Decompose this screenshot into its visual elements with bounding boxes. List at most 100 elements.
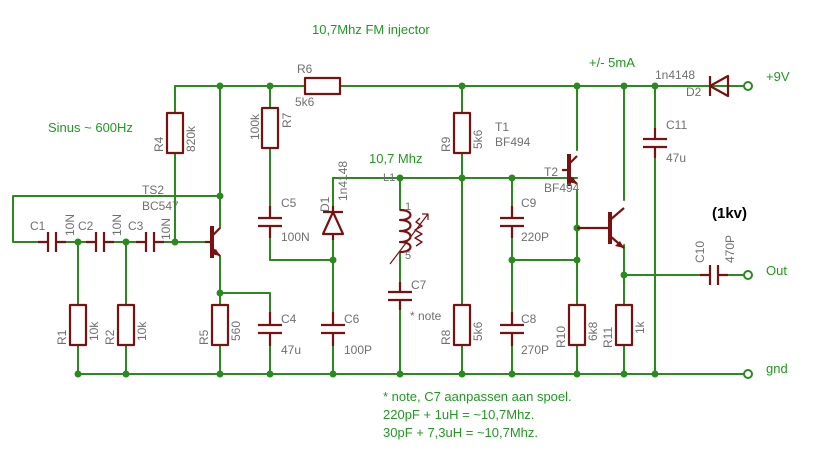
d1-name: D1 — [318, 196, 332, 212]
c7-name: C7 — [411, 278, 427, 292]
c4-value: 47u — [281, 343, 301, 357]
r4-value: 820k — [184, 125, 198, 152]
r5-name: R5 — [197, 329, 211, 345]
c6-value: 100P — [344, 343, 372, 357]
resistor-r10-symbol — [567, 303, 587, 347]
terminal-gnd — [743, 369, 753, 379]
terminals — [743, 81, 753, 379]
c8-name: C8 — [521, 312, 537, 326]
c9-value: 220P — [521, 230, 549, 244]
c5-value: 100N — [281, 230, 310, 244]
ts2-name: TS2 — [142, 183, 164, 197]
d1-value: 1n4148 — [336, 161, 350, 201]
resistor-r2-symbol — [116, 303, 136, 347]
frequency-label: 10,7 Mhz — [369, 151, 422, 166]
r7-value: 100k — [248, 113, 262, 140]
c10-value: 470P — [723, 235, 737, 263]
c10-name: C10 — [693, 241, 707, 263]
r10-name: R10 — [554, 326, 568, 348]
gnd-label: gnd — [766, 361, 788, 376]
capacitor-c8-symbol — [500, 312, 524, 346]
capacitor-c7-symbol — [388, 282, 412, 310]
r6-value: 5k6 — [295, 95, 315, 109]
resistor-r4-symbol — [165, 111, 185, 155]
r6-name: R6 — [297, 62, 313, 76]
resistor-r5-symbol — [210, 303, 230, 347]
supply-label: +9V — [766, 69, 790, 84]
c1-value: 10N — [63, 214, 77, 236]
r8-name: R8 — [439, 329, 453, 345]
c1-name: C1 — [30, 219, 46, 233]
l1-name: L1 — [383, 172, 395, 184]
transistor-t1-symbol — [577, 207, 625, 249]
resistor-r7-symbol — [260, 106, 280, 150]
wires — [12, 85, 749, 375]
c7-value: * note — [410, 309, 442, 323]
l1-pin1: 1 — [405, 201, 411, 213]
kv-label: (1kv) — [712, 205, 747, 222]
d2-value: 1n4148 — [655, 68, 695, 82]
r1-value: 10k — [87, 321, 101, 341]
c4-name: C4 — [281, 312, 297, 326]
c11-value: 47u — [666, 151, 686, 165]
diode-d1-symbol — [321, 206, 345, 240]
c5-name: C5 — [281, 196, 297, 210]
d2-name: D2 — [686, 85, 702, 99]
c3-value: 10N — [159, 218, 173, 240]
c2-value: 10N — [110, 214, 124, 236]
note-line-2: 220pF + 1uH = ~10,7Mhz. — [383, 407, 534, 422]
r2-name: R2 — [103, 329, 117, 345]
input-signal-label: Sinus ~ 600Hz — [48, 120, 133, 135]
transistor-t2-symbol — [562, 154, 578, 186]
r2-value: 10k — [135, 321, 149, 341]
r9-value: 5k6 — [471, 129, 485, 149]
ts2-value: BC547 — [142, 199, 179, 213]
t1-name: T1 — [495, 120, 509, 134]
r4-name: R4 — [152, 136, 166, 152]
capacitor-c2-symbol — [86, 232, 114, 252]
capacitor-c6-symbol — [321, 312, 345, 346]
capacitor-c10-symbol — [700, 265, 728, 285]
t2-name: T2 — [544, 165, 558, 179]
capacitor-c3-symbol — [136, 232, 164, 252]
capacitor-c4-symbol — [258, 312, 282, 346]
coil-l1-symbol — [389, 208, 429, 265]
resistor-r6-symbol — [303, 76, 342, 96]
current-label: +/- 5mA — [589, 55, 635, 70]
note-line-3: 30pF + 7,3uH = ~10,7Mhz. — [383, 425, 538, 440]
r10-value: 6k8 — [586, 321, 600, 341]
diagram-title: 10,7Mhz FM injector — [312, 22, 430, 37]
r8-value: 5k6 — [471, 321, 485, 341]
terminal-supply — [743, 81, 753, 91]
c3-name: C3 — [128, 219, 144, 233]
r7-name: R7 — [280, 112, 294, 128]
l1-pin5: 5 — [405, 250, 411, 262]
transistor-ts2-symbol — [205, 226, 221, 258]
diode-d2-symbol — [708, 74, 730, 98]
c11-name: C11 — [666, 118, 687, 132]
r5-value: 560 — [229, 321, 243, 341]
resistor-r8-symbol — [452, 303, 472, 347]
capacitor-c11-symbol — [643, 128, 667, 158]
r11-value: 1k — [633, 320, 647, 334]
capacitor-c5-symbol — [258, 206, 282, 238]
out-label: Out — [766, 263, 787, 278]
resistor-r1-symbol — [68, 303, 88, 347]
r9-name: R9 — [439, 136, 453, 152]
capacitor-c1-symbol — [38, 232, 66, 252]
resistor-r11-symbol — [614, 303, 634, 347]
c8-value: 270P — [521, 343, 549, 357]
c9-name: C9 — [521, 196, 537, 210]
c2-name: C2 — [78, 219, 94, 233]
resistor-r9-symbol — [452, 111, 472, 155]
c6-name: C6 — [344, 312, 360, 326]
t1-value: BF494 — [495, 135, 531, 149]
r1-name: R1 — [55, 329, 69, 345]
r11-name: R11 — [601, 327, 615, 348]
t2-value: BF494 — [544, 181, 580, 195]
terminal-out — [743, 270, 753, 280]
note-line-1: * note, C7 aanpassen aan spoel. — [383, 389, 572, 404]
capacitor-c9-symbol — [500, 206, 524, 238]
